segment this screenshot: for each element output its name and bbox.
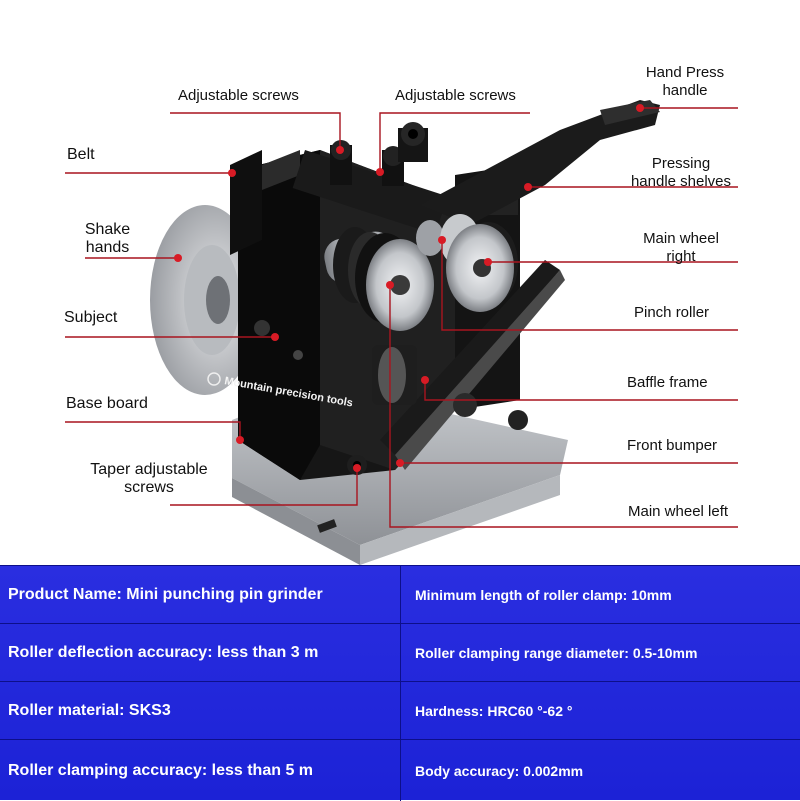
label-taper-adjustable-screws: Taper adjustable screws: [90, 461, 208, 496]
label-pinch-roller: Pinch roller: [634, 304, 710, 321]
callout-base-board: [65, 421, 241, 440]
spec-min-roller-length: Minimum length of roller clamp: 10mm: [400, 566, 800, 624]
grinder-illustration: Mountain precision tools: [65, 100, 738, 565]
callout-taper-adjustable-screws: [170, 468, 358, 506]
callout-adjustable-screws-1: [170, 112, 341, 150]
callout-lines: [65, 107, 738, 528]
label-front-bumper: Front bumper: [627, 437, 718, 454]
spec-row: Roller material: SKS3 Hardness: HRC60 °-…: [0, 681, 800, 740]
callout-dots: [174, 104, 644, 472]
spec-clamping-range: Roller clamping range diameter: 0.5-10mm: [400, 624, 800, 682]
spec-clamping-accuracy: Roller clamping accuracy: less than 5 m: [8, 761, 314, 779]
label-hand-press-handle: Hand Press handle: [645, 64, 725, 99]
label-main-wheel-right: Main wheel right: [643, 230, 719, 265]
label-pressing-handle-shelves: Pressing handle shelves: [630, 155, 732, 190]
spec-table: Product Name: Mini punching pin grinder …: [0, 565, 800, 801]
spec-row: Roller clamping accuracy: less than 5 m …: [0, 739, 800, 801]
label-baffle-frame: Baffle frame: [627, 374, 708, 391]
spec-roller-material: Roller material: SKS3: [8, 702, 171, 719]
spec-body-accuracy: Body accuracy: 0.002mm: [400, 740, 800, 801]
spec-roller-deflection: Roller deflection accuracy: less than 3 …: [8, 644, 319, 661]
hand-press-handle: [420, 100, 660, 225]
product-diagram: Mountain precision tools: [64, 64, 738, 565]
label-subject: Subject: [64, 309, 118, 326]
callout-pinch-roller: [441, 240, 738, 331]
label-belt: Belt: [67, 146, 95, 163]
spec-hardness: Hardness: HRC60 °-62 °: [400, 682, 800, 740]
spec-row: Roller deflection accuracy: less than 3 …: [0, 623, 800, 682]
label-shake-hands: Shake hands: [84, 221, 131, 256]
spec-row: Product Name: Mini punching pin grinder …: [0, 565, 800, 624]
top-screws: [330, 122, 428, 186]
label-main-wheel-left: Main wheel left: [628, 503, 729, 520]
belt-cover: [230, 150, 262, 255]
body-bolt: [254, 320, 270, 336]
callout-main-wheel-left: [389, 285, 738, 528]
rollers: [324, 214, 518, 331]
callout-baffle-frame: [424, 380, 738, 401]
label-adjustable-screws-1: Adjustable screws: [178, 87, 299, 104]
body-hole: [293, 350, 303, 360]
label-adjustable-screws-2: Adjustable screws: [395, 87, 516, 104]
callout-adjustable-screws-2: [379, 112, 530, 172]
spec-product-name: Product Name: Mini punching pin grinder: [8, 586, 323, 603]
label-base-board: Base board: [66, 395, 148, 412]
baffle-frame: [372, 260, 565, 470]
